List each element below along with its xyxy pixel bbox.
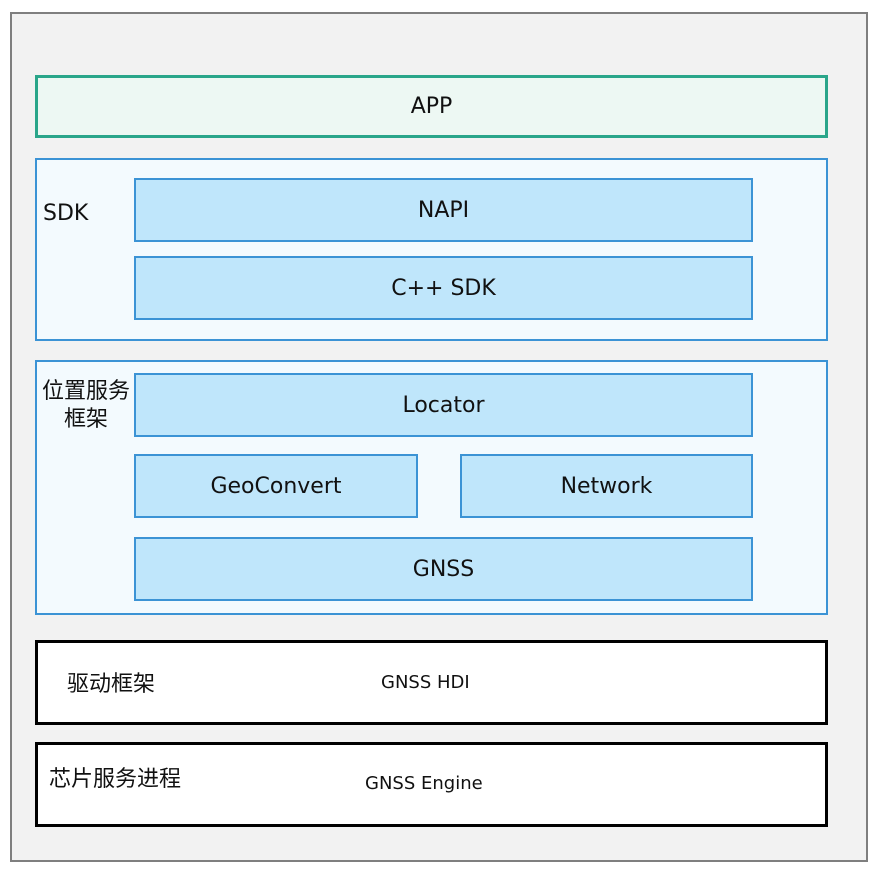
sdk-layer-label: SDK bbox=[43, 201, 89, 226]
gnss-label: GNSS bbox=[412, 556, 475, 582]
gnss-engine-label: GNSS Engine bbox=[365, 773, 483, 794]
geoconvert-label: GeoConvert bbox=[210, 473, 342, 499]
app-label: APP bbox=[410, 94, 453, 119]
gnss-hdi-label: GNSS HDI bbox=[381, 672, 470, 693]
driver-framework-layer bbox=[35, 640, 828, 725]
driver-framework-label: 驱动框架 bbox=[67, 672, 156, 697]
chip-service-layer bbox=[35, 742, 828, 827]
locator-label: Locator bbox=[402, 392, 485, 418]
cpp-sdk-box: C++ SDK bbox=[134, 256, 753, 320]
location-framework-label-line1: 位置服务 bbox=[41, 379, 130, 404]
napi-box: NAPI bbox=[134, 178, 753, 242]
location-framework-label: 位置服务 框架 bbox=[38, 378, 134, 434]
gnss-box: GNSS bbox=[134, 537, 753, 601]
network-label: Network bbox=[560, 473, 653, 499]
geoconvert-box: GeoConvert bbox=[134, 454, 418, 518]
locator-box: Locator bbox=[134, 373, 753, 437]
chip-service-label: 芯片服务进程 bbox=[49, 767, 182, 792]
napi-label: NAPI bbox=[417, 197, 470, 223]
app-layer: APP bbox=[35, 75, 828, 138]
network-box: Network bbox=[460, 454, 753, 518]
cpp-sdk-label: C++ SDK bbox=[391, 275, 496, 301]
location-framework-label-line2: 框架 bbox=[63, 407, 108, 432]
